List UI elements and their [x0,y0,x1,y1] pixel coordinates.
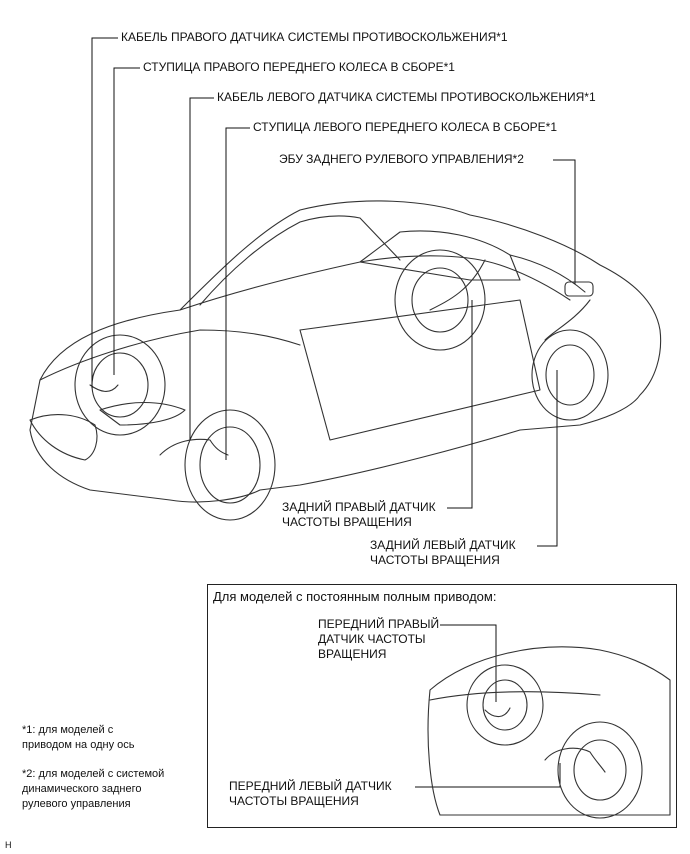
label-rear-right-sensor: ЗАДНИЙ ПРАВЫЙ ДАТЧИК ЧАСТОТЫ ВРАЩЕНИЯ [282,500,436,529]
inset-car-body [427,646,671,816]
label-front-left-sensor: ПЕРЕДНИЙ ЛЕВЫЙ ДАТЧИК ЧАСТОТЫ ВРАЩЕНИЯ [229,779,392,808]
car-hood [39,329,301,381]
car-body-outline [29,200,662,503]
front-right-wheel [74,334,166,436]
label-rear-steering-ecu: ЭБУ ЗАДНЕГО РУЛЕВОГО УПРАВЛЕНИЯ*2 [279,152,524,166]
inset-car-hood [429,691,601,701]
car-grille [29,414,98,461]
label-front-right-sensor: ПЕРЕДНИЙ ПРАВЫЙ ДАТЧИК ЧАСТОТЫ ВРАЩЕНИЯ [318,617,440,661]
label-rear-left-sensor: ЗАДНИЙ ЛЕВЫЙ ДАТЧИК ЧАСТОТЫ ВРАЩЕНИЯ [370,538,516,567]
inset-front-left-wire [544,747,606,773]
awd-inset-box [207,584,677,828]
leader-rear-right-sensor [447,300,473,509]
leader-right-abs-cable [91,37,118,388]
leader-rear-left-sensor [537,370,558,547]
label-right-front-hub: СТУПИЦА ПРАВОГО ПЕРЕДНЕГО КОЛЕСА В СБОРЕ… [143,60,455,74]
inset-front-left-wheel [557,721,643,819]
inset-front-right-wheel [466,664,544,746]
car-door-line [299,299,541,441]
car-roof [179,255,571,311]
footnote-2: *2: для моделей с системой динамического… [22,768,165,810]
rear-right-sensor-wire [429,259,486,311]
label-right-abs-cable: КАБЕЛЬ ПРАВОГО ДАТЧИКА СИСТЕМЫ ПРОТИВОСК… [121,30,508,44]
label-left-front-hub: СТУПИЦА ЛЕВОГО ПЕРЕДНЕГО КОЛЕСА В СБОРЕ*… [253,120,558,134]
front-right-sensor-wire [89,384,119,392]
car-rear-window [509,254,586,293]
car-headlight [99,401,186,426]
rear-right-wheel [394,249,486,351]
front-left-wheel [184,409,276,521]
leader-left-front-hub [225,127,250,460]
car-windshield [199,215,401,306]
rear-left-sensor-wire [544,299,591,341]
rear-left-wheel [531,329,609,421]
leader-rear-steering-ecu [553,159,576,284]
leader-right-front-hub [113,67,140,375]
label-left-abs-cable: КАБЕЛЬ ЛЕВОГО ДАТЧИКА СИСТЕМЫ ПРОТИВОСКО… [217,90,596,104]
leader-front-right-inset [440,624,497,702]
rear-steering-ecu [564,281,594,297]
inset-title: Для моделей с постоянным полным приводом… [213,589,497,604]
leader-left-abs-cable [189,97,214,440]
leader-front-left-inset [415,763,561,788]
car-side-window [359,230,521,281]
footnote-1: *1: для моделей с приводом на одну ось [22,724,135,751]
inset-front-right-wire [484,707,511,718]
front-left-sensor-wire [159,438,229,456]
figure-code: H [5,840,12,850]
